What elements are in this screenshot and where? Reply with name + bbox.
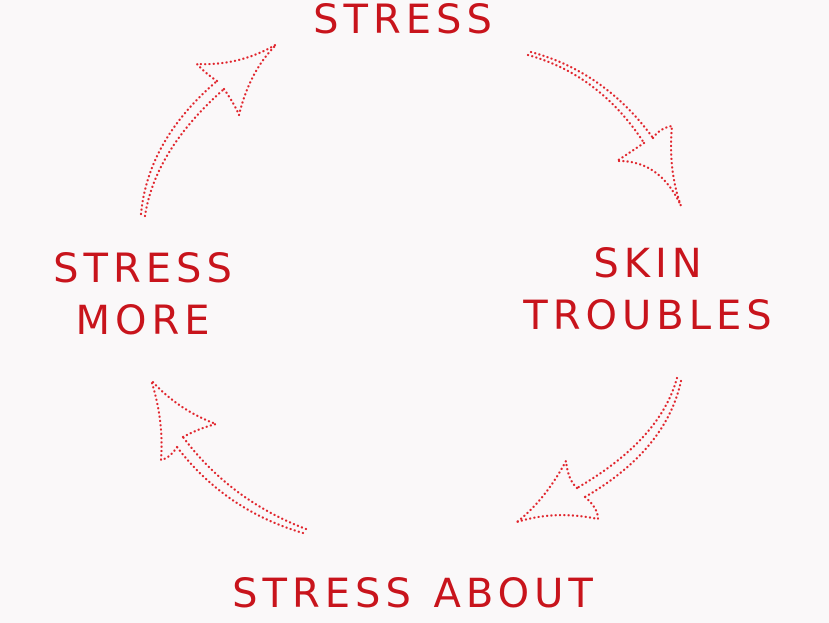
node-stress-more-line-2: MORE <box>75 298 215 344</box>
node-stress-line-1: STRESS <box>313 0 497 43</box>
node-skin-troubles-line-1: SKIN <box>593 241 707 287</box>
arrow-right-to-bottom-icon <box>515 376 683 524</box>
node-stress-about-line-1: STRESS ABOUT <box>232 571 598 617</box>
arrow-left-to-top-icon <box>139 42 279 218</box>
arrow-bottom-to-left-icon <box>149 378 308 535</box>
node-stress-about: STRESS ABOUT <box>215 568 615 620</box>
node-skin-troubles: SKIN TROUBLES <box>515 238 785 342</box>
node-skin-troubles-line-2: TROUBLES <box>523 293 777 339</box>
node-stress-more-line-1: STRESS <box>53 246 237 292</box>
arrow-top-to-right-icon <box>526 50 683 208</box>
node-stress-more: STRESS MORE <box>40 243 250 347</box>
node-stress: STRESS <box>300 0 510 46</box>
